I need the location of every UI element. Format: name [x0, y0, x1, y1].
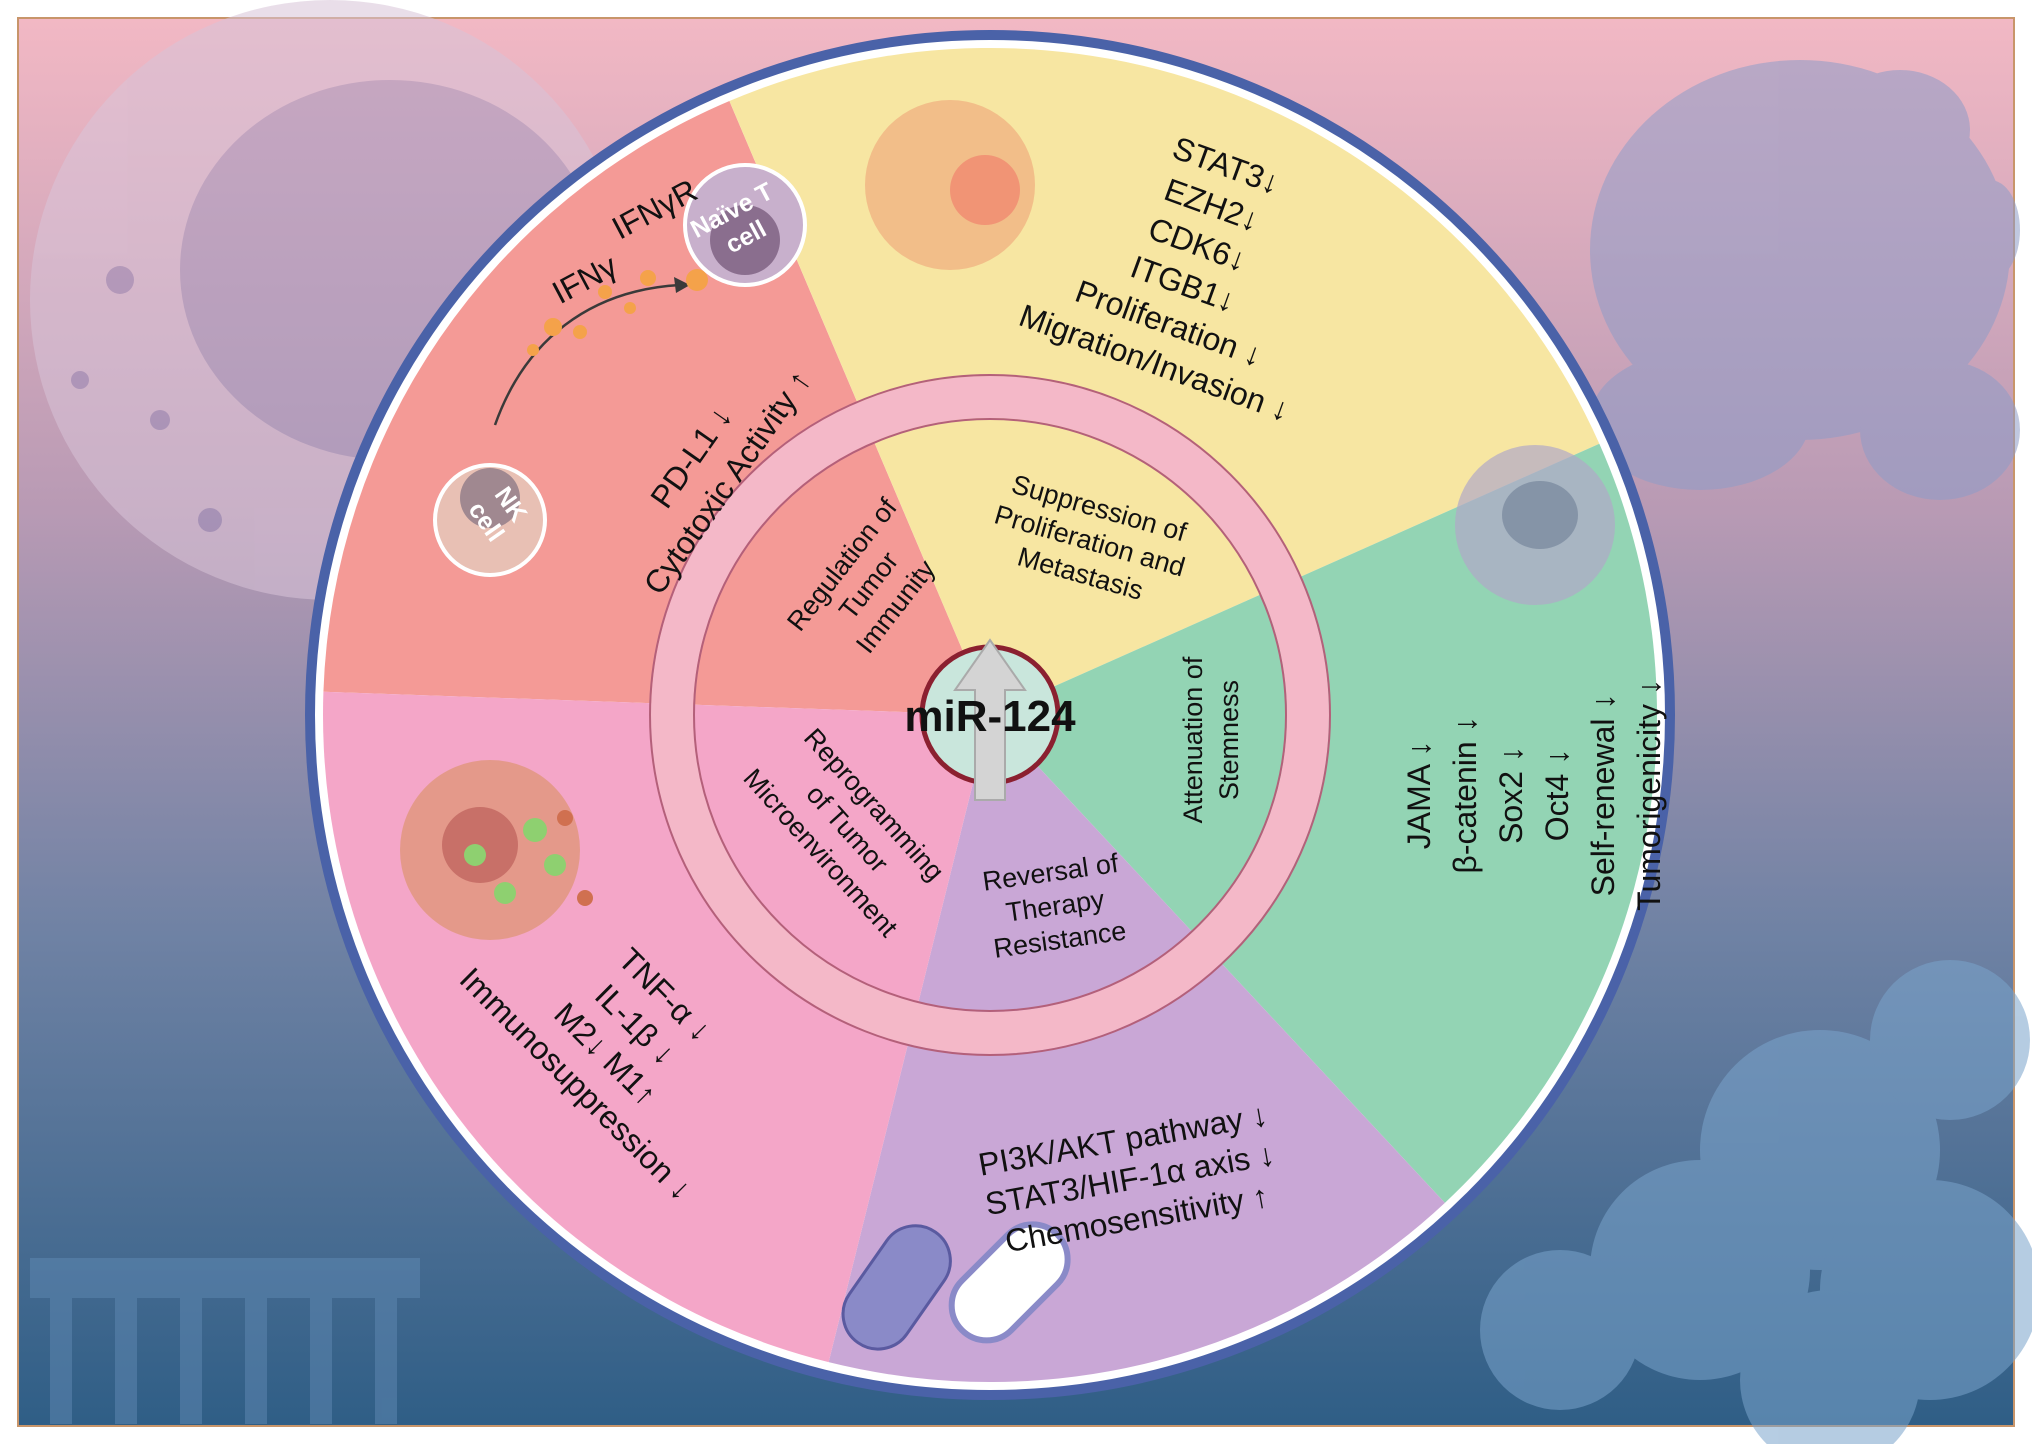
section-title-line: Stemness: [1214, 680, 1244, 800]
bg-rna-tooth: [180, 1298, 202, 1424]
inner-ring: [651, 376, 1329, 1054]
outer-border-ring-inner: [318, 43, 1662, 1387]
background-decoration: [30, 0, 2032, 1449]
section-title-line: Attenuation of: [1178, 656, 1208, 823]
ifng-dot: [544, 318, 562, 336]
effect-line: Sox2 ↓: [1493, 746, 1529, 844]
bg-cell-cluster: [1960, 180, 2020, 280]
ifng-dot: [598, 285, 612, 299]
bg-cell-cluster: [1860, 360, 2020, 500]
nk-cell-nucleus: [460, 468, 520, 528]
ifng-dot: [573, 325, 587, 339]
effects-resistance: PI3K/AKT pathway ↓STAT3/HIF-1α axis ↓Che…: [976, 1096, 1278, 1259]
bg-cell-cluster: [1590, 350, 1810, 490]
macrophage-granule: [494, 882, 516, 904]
center-up-arrow: [953, 638, 1027, 801]
tumor-cell-nucleus: [950, 155, 1020, 225]
bg-tumor-mass: [1740, 1290, 1920, 1449]
macrophage-granule: [523, 818, 547, 842]
naive-t-cell: [683, 163, 807, 287]
nk-cell: [433, 463, 547, 577]
macrophage-granule: [544, 854, 566, 876]
macrophage-granule: [557, 810, 573, 826]
capsule-left: [841, 1224, 952, 1351]
macrophage-nucleus: [442, 807, 518, 883]
illustration-capsules: [841, 1221, 1071, 1351]
bg-cell-cluster: [1830, 70, 1970, 190]
tumor-cell-body: [865, 100, 1035, 270]
stem-cell-nucleus: [1502, 481, 1578, 549]
bg-rna-tooth: [50, 1298, 72, 1424]
bg-dot: [150, 410, 170, 430]
sector-resistance: [828, 715, 1445, 1382]
inner-ring-edge-outer: [649, 374, 1331, 1056]
bg-tumor-mass: [1480, 1250, 1640, 1410]
illustration-stem-cell: [1455, 445, 1615, 605]
bg-dot: [198, 508, 222, 532]
signal-arrow-head: [674, 277, 690, 293]
bg-rna-tooth: [375, 1298, 397, 1424]
ifng-dot: [640, 270, 656, 286]
ifng-dot: [624, 302, 636, 314]
inner-ring-edge-inner: [693, 418, 1287, 1012]
bg-tumor-mass: [1870, 960, 2030, 1120]
bg-rna-tooth: [115, 1298, 137, 1424]
ifng-dot: [686, 269, 708, 291]
center-label: miR-124: [904, 692, 1076, 741]
macrophage-granule: [464, 844, 486, 866]
effect-line: Oct4 ↓: [1539, 749, 1575, 841]
bg-tumor-mass: [1590, 1160, 1810, 1380]
effect-line: JAMA ↓: [1401, 741, 1437, 849]
bg-rna-tooth: [245, 1298, 267, 1424]
bg-dot: [106, 266, 134, 294]
macrophage-granule: [577, 890, 593, 906]
bg-rna-tooth: [310, 1298, 332, 1424]
illustration-macrophage: [400, 760, 593, 940]
sector-stemness: [990, 443, 1657, 1203]
ifng-dot: [527, 344, 539, 356]
ifng-dots: [527, 269, 708, 356]
bg-dot: [71, 371, 89, 389]
illustration-tumor-cell: [865, 100, 1035, 270]
bg-rna-strand: [30, 1258, 420, 1298]
effect-line: β-catenin ↓: [1447, 716, 1483, 873]
effect-line: Tumorigenicity ↓: [1631, 679, 1667, 911]
effect-line: Self-renewal ↓: [1585, 694, 1621, 897]
capsule-right: [948, 1221, 1071, 1344]
signal-arrow: [493, 283, 681, 426]
effects-stemness: JAMA ↓ β-catenin ↓ Sox2 ↓ Oct4 ↓ Self-renewa…: [1401, 679, 1667, 911]
naive-t-cell-nucleus: [710, 205, 780, 275]
